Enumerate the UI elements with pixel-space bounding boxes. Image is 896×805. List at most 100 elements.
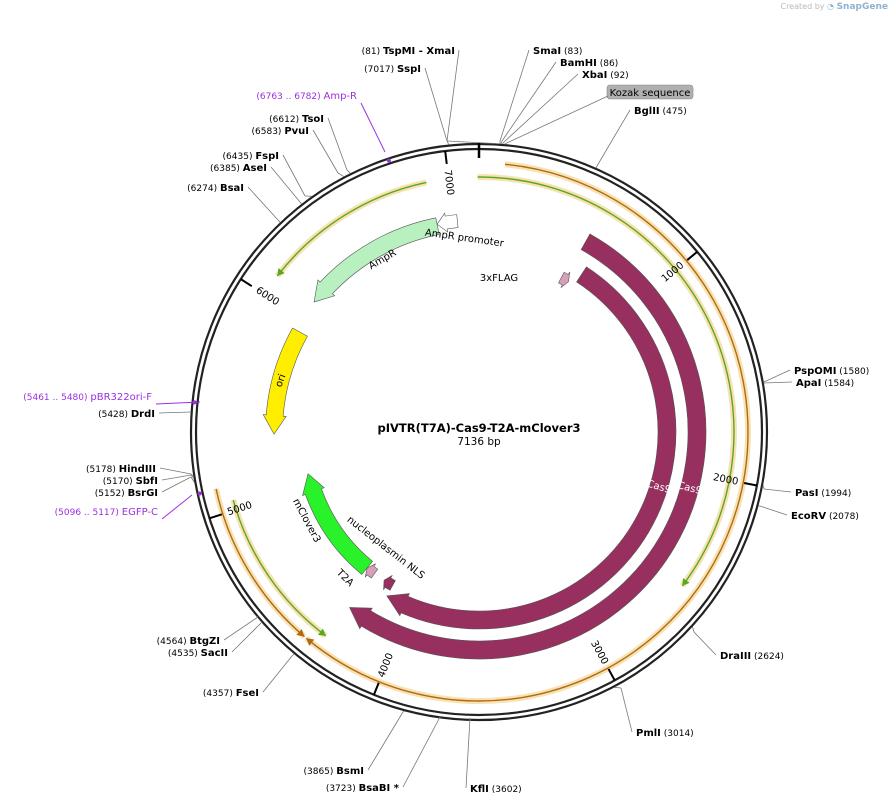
site-layer: (81) TspMI - XmaI SmaI (83)BamHI (86)XbaI…	[23, 46, 869, 795]
site-name: SspI	[397, 64, 421, 75]
site-label-BsrGI: (5152) BsrGI	[95, 488, 158, 499]
site-name: KflI	[470, 784, 489, 795]
site-label-SbfI: (5170) SbfI	[103, 476, 158, 487]
site-position: (4357)	[203, 689, 236, 699]
site-leader-ext-DraIII	[693, 631, 717, 656]
site-label-TspMI: (81) TspMI - XmaI	[362, 46, 455, 57]
orf-arrow-2	[277, 268, 285, 276]
site-leader-AseI	[299, 201, 302, 205]
site-label-BglII: BglII (475)	[634, 106, 687, 117]
site-leader-ext-FspI	[282, 154, 306, 197]
site-leader-ext-BamHI	[501, 61, 557, 142]
feature-ampr-promoter	[436, 212, 459, 233]
site-position-right: (2624)	[751, 652, 784, 662]
primer-range: (5096 .. 5117)	[55, 508, 122, 518]
primer-label-EGFP-C: (5096 .. 5117) EGFP-C	[55, 507, 158, 518]
orf-line-3	[305, 163, 749, 702]
site-label-FseI: (4357) FseI	[203, 688, 259, 699]
orf-arrow-1	[317, 628, 326, 636]
feature-cas9-inner	[386, 266, 677, 630]
site-leader-ext-BsmI	[367, 711, 404, 771]
tick-label-4000: 4000	[376, 652, 396, 680]
site-name: SacII	[201, 648, 228, 659]
site-position: (3723)	[326, 784, 359, 794]
site-label-AseI: (6385) AseI	[210, 163, 267, 174]
site-name: BsaI	[220, 183, 244, 194]
site-name: BtgZI	[189, 636, 220, 647]
site-name: PvuI	[284, 126, 309, 137]
site-position: (6612)	[269, 115, 302, 125]
site-label-EcoRV: EcoRV (2078)	[791, 511, 859, 522]
site-name: HindIII	[119, 464, 156, 475]
site-position: (6435)	[223, 152, 256, 162]
site-position: (6274)	[187, 184, 220, 194]
site-position-right: (1584)	[821, 379, 854, 389]
site-name: PasI	[795, 488, 818, 499]
site-label-TsoI: (6612) TsoI	[269, 114, 324, 125]
feature-ampr	[313, 217, 440, 303]
site-label-KflI: KflI (3602)	[470, 784, 522, 795]
site-leader-FseI	[291, 653, 295, 657]
site-label-DraIII: DraIII (2624)	[720, 651, 784, 662]
site-leader-PasI	[762, 485, 765, 490]
site-label-BsmI: (3865) BsmI	[303, 766, 364, 777]
site-position: (3865)	[303, 767, 336, 777]
site-leader-ext-DrdI	[158, 411, 192, 414]
site-leader-ext-BsaBI	[402, 716, 441, 788]
site-leader-ext-PmlI	[620, 687, 633, 733]
site-label-SspI: (7017) SspI	[364, 64, 421, 75]
orf-arrow-0	[682, 578, 690, 586]
feature-label-t2a: T2A	[333, 567, 355, 589]
site-position-right: (86)	[597, 59, 618, 69]
site-leader-SbfI	[190, 474, 195, 479]
site-name: AseI	[243, 163, 267, 174]
site-position-right: (92)	[607, 71, 628, 81]
site-label-FspI: (6435) FspI	[223, 151, 279, 162]
feature-label-ampr-promoter: AmpR promoter	[424, 228, 505, 250]
tick-label-6000: 6000	[254, 285, 281, 308]
site-label-BsaBI: (3723) BsaBI *	[326, 783, 400, 794]
primer-range: (6763 .. 6782)	[256, 92, 323, 102]
primer-label-pBR322ori-F: (5461 .. 5480) pBR322ori-F	[23, 392, 152, 403]
primer-range: (5461 .. 5480)	[23, 393, 90, 403]
site-name: TspMI - XmaI	[383, 46, 455, 57]
orf-arrow-3	[306, 638, 315, 646]
site-leader-ext-PvuI	[312, 129, 339, 174]
site-name: TsoI	[302, 114, 324, 125]
site-leader-BsmI	[402, 710, 405, 713]
kozak-leader	[504, 95, 609, 145]
plasmid-name: pIVTR(T7A)-Cas9-T2A-mClover3	[377, 421, 580, 435]
site-name: XbaI	[582, 70, 607, 81]
plasmid-length: 7136 bp	[457, 436, 501, 448]
site-leader-ext-EcoRV	[759, 505, 788, 516]
site-label-SacII: (4535) SacII	[168, 648, 228, 659]
site-position-right: (3014)	[661, 729, 694, 739]
orf-line-4	[215, 488, 305, 638]
snapgene-logo-icon: ◔	[827, 2, 835, 11]
site-position: (4564)	[157, 637, 190, 647]
snapgene-credit: Created by ◔ SnapGene	[780, 2, 888, 12]
site-leader-ext-HindIII	[159, 467, 192, 475]
site-leader-ext-BtgZI	[223, 616, 259, 641]
site-name: BsmI	[336, 766, 364, 777]
site-name: ApaI	[796, 378, 821, 389]
tick-label-3000: 3000	[588, 639, 610, 667]
site-leader-ext-AseI	[270, 166, 301, 203]
site-position: (6385)	[210, 164, 243, 174]
site-label-SmaI: SmaI (83)	[533, 46, 582, 57]
site-leader-ext-XbaI	[503, 73, 579, 143]
site-leader-ext-KflI	[465, 717, 471, 789]
primer-mark-pBR322ori-F	[192, 400, 197, 405]
primer-leader-EGFP-C	[161, 494, 193, 520]
site-name: BamHI	[560, 58, 597, 69]
site-name: BsaBI *	[359, 783, 400, 794]
site-leader-XbaI	[502, 141, 505, 145]
site-position-right: (1580)	[836, 367, 869, 377]
site-leader-ext-SmaI	[499, 49, 530, 142]
tick-mark-1000	[686, 251, 698, 261]
site-position-right: (475)	[660, 107, 687, 117]
site-label-PspOMI: PspOMI (1580)	[794, 366, 869, 377]
site-name: EcoRV	[791, 511, 826, 522]
site-leader-PmlI	[614, 686, 622, 689]
